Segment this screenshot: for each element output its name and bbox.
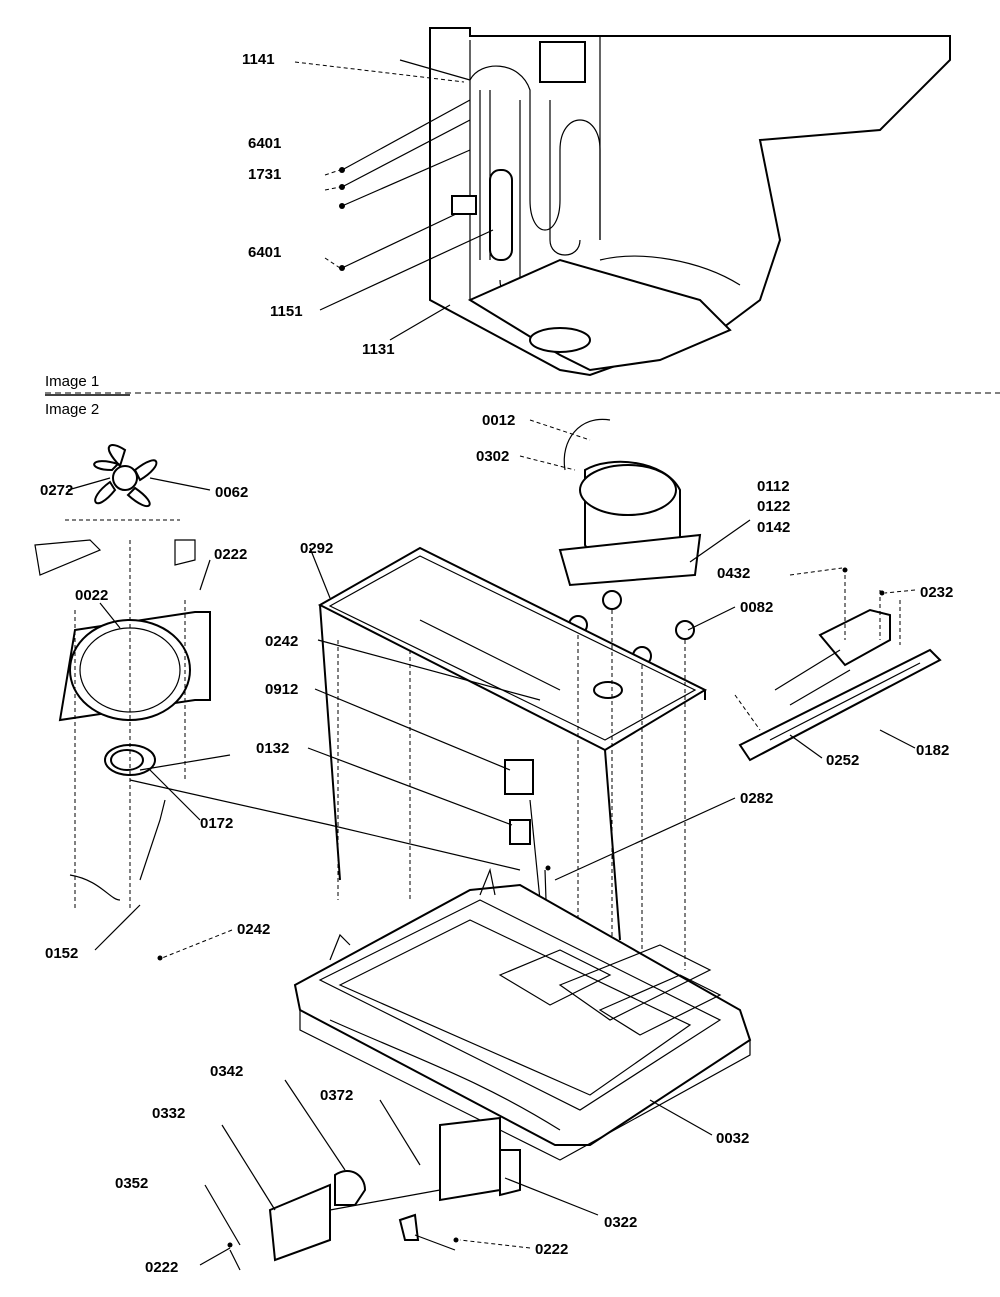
fan-blade	[93, 444, 158, 507]
part-label-0272: 0272	[40, 482, 73, 499]
part-label-0332: 0332	[152, 1105, 185, 1122]
part-label-0222-a: 0222	[214, 546, 247, 563]
part-label-0252: 0252	[826, 752, 859, 769]
image2-assembly	[34, 418, 942, 1271]
part-label-0062: 0062	[215, 484, 248, 501]
base-pan	[293, 867, 752, 1161]
part-label-0242-b: 0242	[265, 633, 298, 650]
part-label-0142: 0142	[757, 519, 790, 536]
part-label-6401-a: 6401	[248, 135, 281, 152]
part-label-0222-b: 0222	[535, 1241, 568, 1258]
part-label-0282: 0282	[740, 790, 773, 807]
part-label-0172: 0172	[200, 815, 233, 832]
image1-assembly	[294, 27, 951, 377]
part-label-0432: 0432	[717, 565, 750, 582]
part-label-0222-c: 0222	[145, 1259, 178, 1276]
part-label-0132: 0132	[256, 740, 289, 757]
part-label-0022: 0022	[75, 587, 108, 604]
part-label-0122: 0122	[757, 498, 790, 515]
part-label-0342: 0342	[210, 1063, 243, 1080]
part-label-6401-b: 6401	[248, 244, 281, 261]
part-label-0242-a: 0242	[237, 921, 270, 938]
control-box	[229, 1116, 521, 1271]
part-label-0012: 0012	[482, 412, 515, 429]
part-label-0152: 0152	[45, 945, 78, 962]
part-label-1141: 1141	[242, 51, 275, 68]
part-label-0292: 0292	[300, 540, 333, 557]
part-label-0232: 0232	[920, 584, 953, 601]
image2-label: Image 2	[45, 401, 99, 418]
part-label-0112: 0112	[757, 478, 790, 495]
part-label-1151: 1151	[270, 303, 303, 320]
part-label-0082: 0082	[740, 599, 773, 616]
part-label-0322: 0322	[604, 1214, 637, 1231]
part-label-0352: 0352	[115, 1175, 148, 1192]
part-label-1131: 1131	[362, 341, 395, 358]
part-label-0032: 0032	[716, 1130, 749, 1147]
part-label-0182: 0182	[916, 742, 949, 759]
part-label-1731: 1731	[248, 166, 281, 183]
part-label-0302: 0302	[476, 448, 509, 465]
compressor	[558, 418, 702, 666]
part-label-0912: 0912	[265, 681, 298, 698]
part-labels: Image 1 Image 2 1141 6401 1731 6401 1151…	[40, 51, 953, 1276]
cover-panel	[317, 546, 708, 941]
part-label-0372: 0372	[320, 1087, 353, 1104]
image1-label: Image 1	[45, 373, 99, 390]
relay-assembly	[734, 575, 942, 762]
